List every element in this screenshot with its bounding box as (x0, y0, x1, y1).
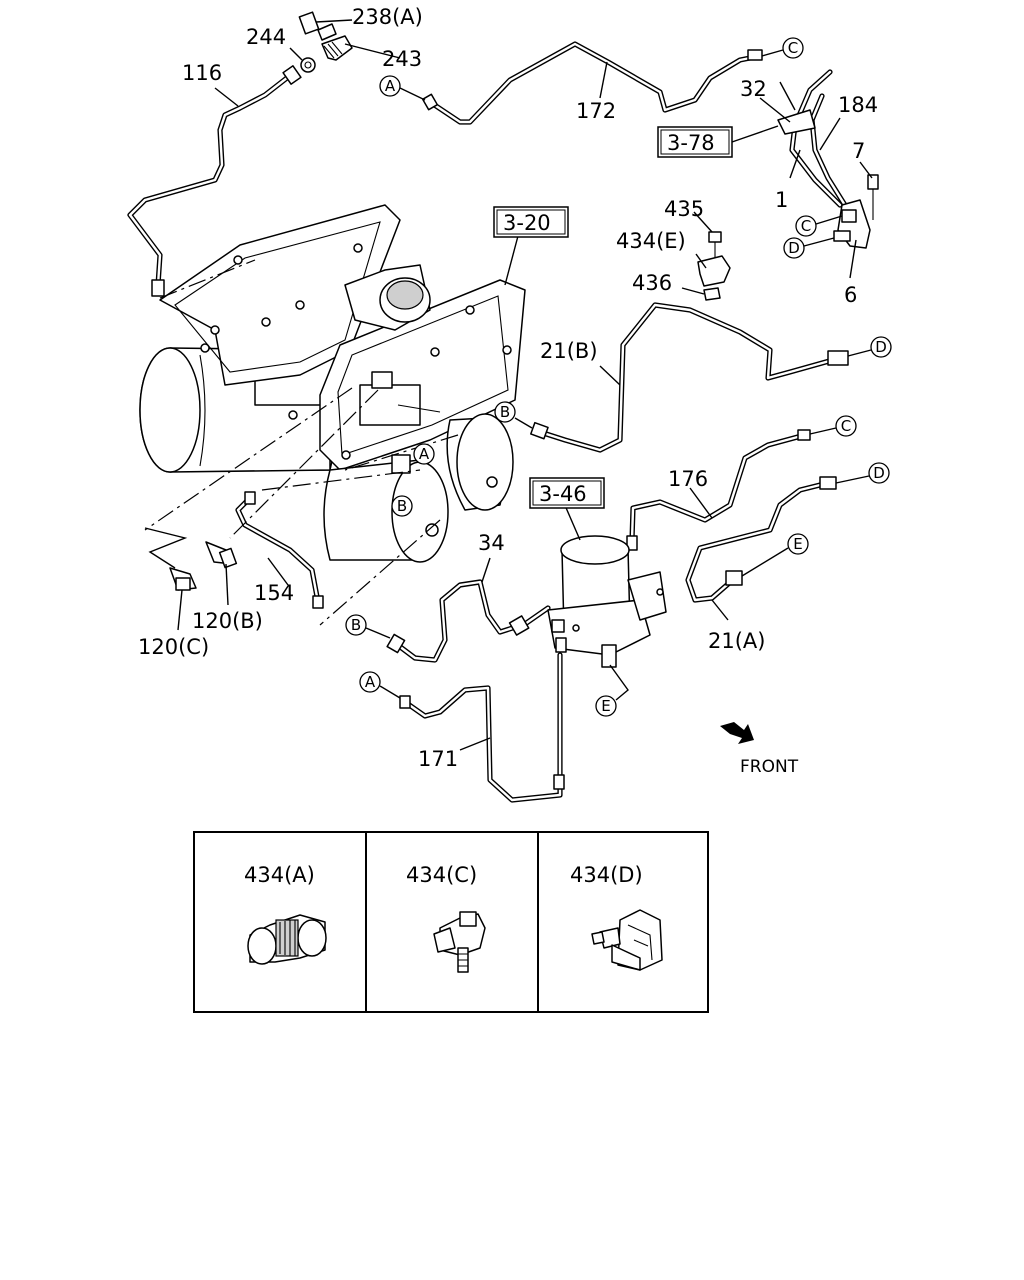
pipe-171 (402, 652, 563, 803)
bracket-6-7 (777, 109, 879, 249)
pipe-34 (392, 579, 551, 663)
svg-text:E: E (601, 697, 610, 715)
detail-label-434a: 434(A) (244, 863, 315, 887)
detail-434d: 434(D) (570, 863, 663, 971)
connector-b-34: B (345, 614, 391, 639)
connector-a-assembly: A (413, 443, 435, 465)
label-1: 1 (775, 188, 788, 212)
pipe-21a (685, 480, 831, 603)
pipe-fittings (151, 49, 849, 790)
label-34: 34 (478, 531, 505, 555)
svg-text:D: D (873, 464, 885, 482)
reference-3-78[interactable]: 3-78 (657, 125, 779, 158)
label-21b: 21(B) (540, 339, 598, 363)
label-7: 7 (852, 139, 865, 163)
label-238a: 238(A) (352, 5, 423, 29)
label-435: 435 (664, 197, 704, 221)
svg-text:B: B (351, 616, 361, 634)
svg-text:C: C (841, 417, 851, 435)
connector-b-assembly: B (391, 495, 413, 517)
label-184: 184 (838, 93, 878, 117)
svg-text:A: A (365, 673, 376, 691)
connector-d-bracket: D (783, 237, 835, 259)
label-116: 116 (182, 61, 222, 85)
label-154: 154 (254, 581, 294, 605)
pipe-172 (427, 41, 763, 125)
label-120b: 120(B) (192, 609, 263, 633)
leader-lines (177, 19, 873, 751)
detail-label-434d: 434(D) (570, 863, 643, 887)
reference-label-3-20: 3-20 (503, 211, 551, 235)
svg-text:C: C (801, 217, 811, 235)
front-label: FRONT (740, 757, 799, 777)
connector-e-dryer: E (595, 695, 617, 717)
leader-dash-lines (144, 259, 459, 626)
detail-434c: 434(C) (406, 863, 486, 973)
svg-text:A: A (385, 77, 396, 95)
hoses-1-184 (789, 69, 851, 213)
pipe-21b (537, 302, 843, 453)
detail-panels: 434(A) 434(C) 434(D) (193, 831, 709, 1013)
pipe-116 (127, 71, 295, 288)
svg-text:D: D (788, 239, 800, 257)
connector-d-21a: D (835, 462, 890, 484)
connector-e-21a: E (741, 533, 809, 577)
connector-c-bracket: C (795, 215, 843, 237)
part-labels: 238(A) 244 243 116 172 32 184 7 1 6 435 … (138, 5, 878, 771)
main-assembly (139, 204, 526, 563)
label-6: 6 (844, 283, 857, 307)
reference-label-3-46: 3-46 (539, 482, 587, 506)
svg-text:B: B (397, 497, 407, 515)
connector-a-171: A (359, 671, 401, 699)
connector-c-176: C (809, 415, 857, 437)
fittings-120 (144, 527, 238, 591)
fitting-238a-244-243 (298, 11, 353, 73)
label-244: 244 (246, 25, 286, 49)
label-120c: 120(C) (138, 635, 209, 659)
label-171: 171 (418, 747, 458, 771)
reference-3-46[interactable]: 3-46 (529, 477, 605, 509)
label-436: 436 (632, 271, 672, 295)
svg-text:D: D (875, 338, 887, 356)
connector-markers: A C C D D B C A D B E B A E (345, 37, 892, 717)
svg-text:E: E (793, 535, 802, 553)
connector-c-top: C (761, 37, 804, 59)
label-176: 176 (668, 467, 708, 491)
front-arrow-icon (720, 722, 754, 744)
svg-text:B: B (500, 403, 510, 421)
svg-text:A: A (419, 445, 430, 463)
label-434e: 434(E) (616, 229, 686, 253)
reference-3-20[interactable]: 3-20 (493, 206, 569, 238)
detail-434a: 434(A) (244, 863, 327, 965)
svg-text:C: C (788, 39, 798, 57)
reference-label-3-78: 3-78 (667, 131, 715, 155)
pipe-176 (629, 432, 808, 543)
front-indicator: FRONT (720, 722, 799, 777)
connector-b-21b: B (494, 401, 533, 429)
air-dryer-3-46 (547, 535, 667, 668)
clip-434e (697, 231, 731, 301)
label-243: 243 (382, 47, 422, 71)
label-21a: 21(A) (708, 629, 765, 653)
connector-a-top: A (379, 75, 426, 101)
pipe-154 (235, 495, 321, 605)
label-172: 172 (576, 99, 616, 123)
label-32: 32 (740, 77, 767, 101)
detail-label-434c: 434(C) (406, 863, 477, 887)
connector-d-21b: D (847, 336, 892, 358)
